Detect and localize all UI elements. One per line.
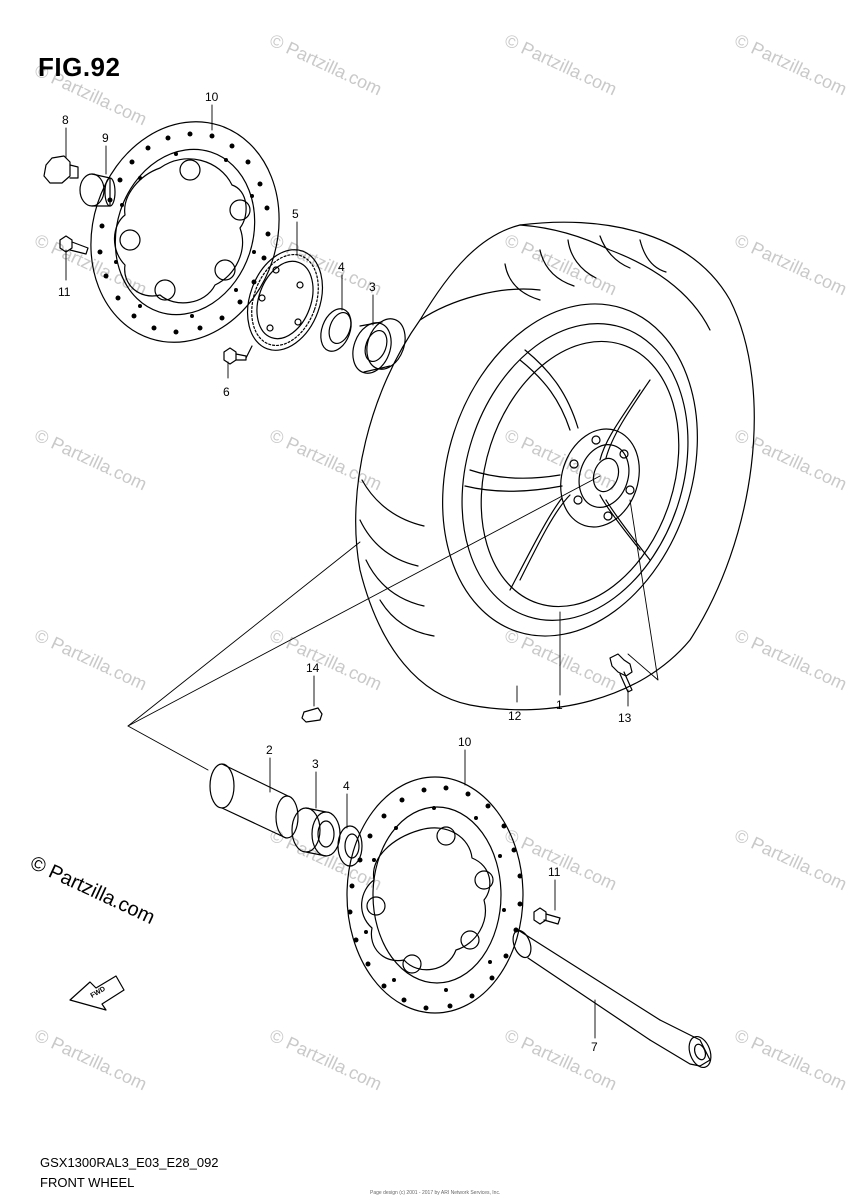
bolt-11-lower — [533, 907, 561, 925]
collar-9 — [79, 173, 116, 207]
callout-1: 1 — [556, 698, 563, 712]
wheel-hub — [560, 428, 640, 528]
callout-14: 14 — [306, 661, 320, 675]
callout-7: 7 — [591, 1040, 598, 1054]
bolt-6 — [223, 345, 253, 365]
tire-12 — [355, 221, 755, 711]
callout-8: 8 — [62, 113, 69, 127]
callout-10b: 10 — [458, 735, 472, 749]
callout-2: 2 — [266, 743, 273, 757]
brake-disc-lower — [346, 776, 524, 1014]
callout-4: 4 — [338, 260, 345, 274]
callout-12: 12 — [508, 709, 522, 723]
brake-disc-upper — [90, 121, 280, 343]
callout-3b: 3 — [312, 757, 319, 771]
callout-9: 9 — [102, 131, 109, 145]
spacer-2 — [209, 763, 299, 839]
bolt-8 — [43, 155, 79, 184]
wheel-rim-1 — [442, 303, 698, 637]
figure-label: FIG.92 — [38, 52, 121, 82]
disc-lower-holes — [347, 785, 523, 1011]
bolt-11-upper — [59, 235, 89, 255]
callout-3: 3 — [369, 280, 376, 294]
callout-11: 11 — [58, 285, 71, 299]
seal-4-upper — [320, 308, 352, 352]
model-code: GSX1300RAL3_E03_E28_092 — [40, 1155, 219, 1170]
callout-4b: 4 — [343, 779, 350, 793]
callout-labels: 10 8 9 11 5 4 3 6 14 12 1 13 2 3 4 10 11… — [58, 90, 632, 1054]
footer-small-print: Page design (c) 2001 - 2017 by ARI Netwo… — [370, 1190, 501, 1196]
valve-13 — [609, 653, 633, 693]
bearing-3-upper — [352, 318, 406, 374]
sensor-ring-5 — [247, 249, 323, 351]
fwd-arrow-icon — [69, 975, 125, 1011]
disc-upper-holes — [97, 131, 271, 335]
callout-10: 10 — [205, 90, 219, 104]
callout-13: 13 — [618, 711, 632, 725]
balancer-weight-14 — [301, 707, 323, 723]
callout-5: 5 — [292, 207, 299, 221]
bearing-3-lower — [291, 807, 341, 857]
leader-lines — [65, 104, 659, 1039]
axle-7 — [512, 929, 712, 1069]
callout-6: 6 — [223, 385, 230, 399]
callout-11b: 11 — [548, 865, 561, 879]
diagram-name: FRONT WHEEL — [40, 1175, 135, 1190]
